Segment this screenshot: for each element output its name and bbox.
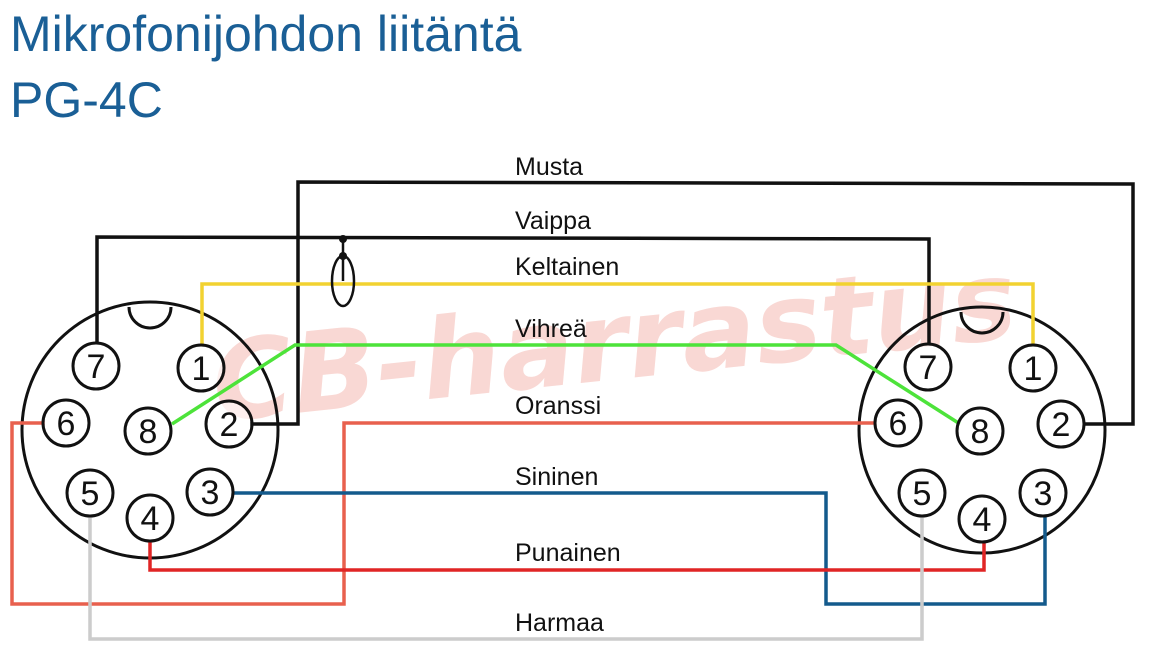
wire-sininen: [232, 491, 1047, 606]
wire-label: Harmaa: [515, 609, 604, 637]
right-connector: [857, 305, 1107, 555]
pin-number: 4: [141, 500, 160, 538]
wire-musta: [250, 180, 1135, 426]
left-connector-key: [127, 306, 173, 330]
pin-number: 5: [913, 475, 932, 513]
wire-keltainen: [200, 282, 1035, 345]
pin-number: 2: [1052, 406, 1071, 444]
pin-number: 6: [57, 405, 76, 443]
right-pin-1: 1: [1008, 343, 1058, 393]
shield-marker: [330, 235, 356, 308]
right-pin-5: 5: [897, 468, 947, 518]
pin-number: 8: [971, 413, 990, 451]
wire-label: Musta: [515, 153, 583, 181]
pin-number: 8: [139, 413, 158, 451]
wire-punainen: [148, 541, 986, 572]
wire-vihrea: [171, 343, 961, 426]
wire-label: Oranssi: [515, 392, 601, 420]
wire-harmaa: [88, 516, 924, 641]
left-pin-2: 2: [204, 399, 254, 449]
left-pin-5: 5: [65, 468, 115, 518]
wire-oranssi: [10, 421, 876, 606]
right-pin-2: 2: [1036, 399, 1086, 449]
page-subtitle: PG-4C: [10, 72, 163, 128]
right-pin-4: 4: [957, 494, 1007, 544]
right-pin-7: 7: [903, 342, 953, 392]
pin-number: 1: [192, 350, 211, 388]
pin-number: 7: [87, 348, 106, 386]
pin-number: 3: [201, 474, 220, 512]
left-pin-3: 3: [185, 467, 235, 517]
page-title: Mikrofonijohdon liitäntä: [10, 6, 522, 62]
wire-label: Keltainen: [515, 253, 619, 281]
pin-number: 1: [1024, 350, 1043, 388]
right-pin-3: 3: [1018, 468, 1068, 518]
pin-number: 4: [973, 501, 992, 539]
left-pin-4: 4: [125, 493, 175, 543]
pin-number: 2: [220, 406, 239, 444]
right-pin-8: 8: [955, 406, 1005, 456]
pin-number: 3: [1034, 475, 1053, 513]
left-pin-1: 1: [176, 343, 226, 393]
wire-label: Vaippa: [515, 207, 591, 235]
wire-vaippa: [95, 235, 931, 345]
right-pin-6: 6: [873, 398, 923, 448]
pin-number: 6: [889, 405, 908, 443]
wire-label: Sininen: [515, 463, 598, 491]
left-pin-7: 7: [71, 341, 121, 391]
right-connector-key: [959, 311, 1005, 335]
pin-number: 7: [919, 349, 938, 387]
left-pin-8: 8: [123, 406, 173, 456]
wire-label: Punainen: [515, 539, 621, 567]
left-pin-6: 6: [41, 398, 91, 448]
wire-label: Vihreä: [515, 315, 587, 343]
pin-number: 5: [81, 475, 100, 513]
